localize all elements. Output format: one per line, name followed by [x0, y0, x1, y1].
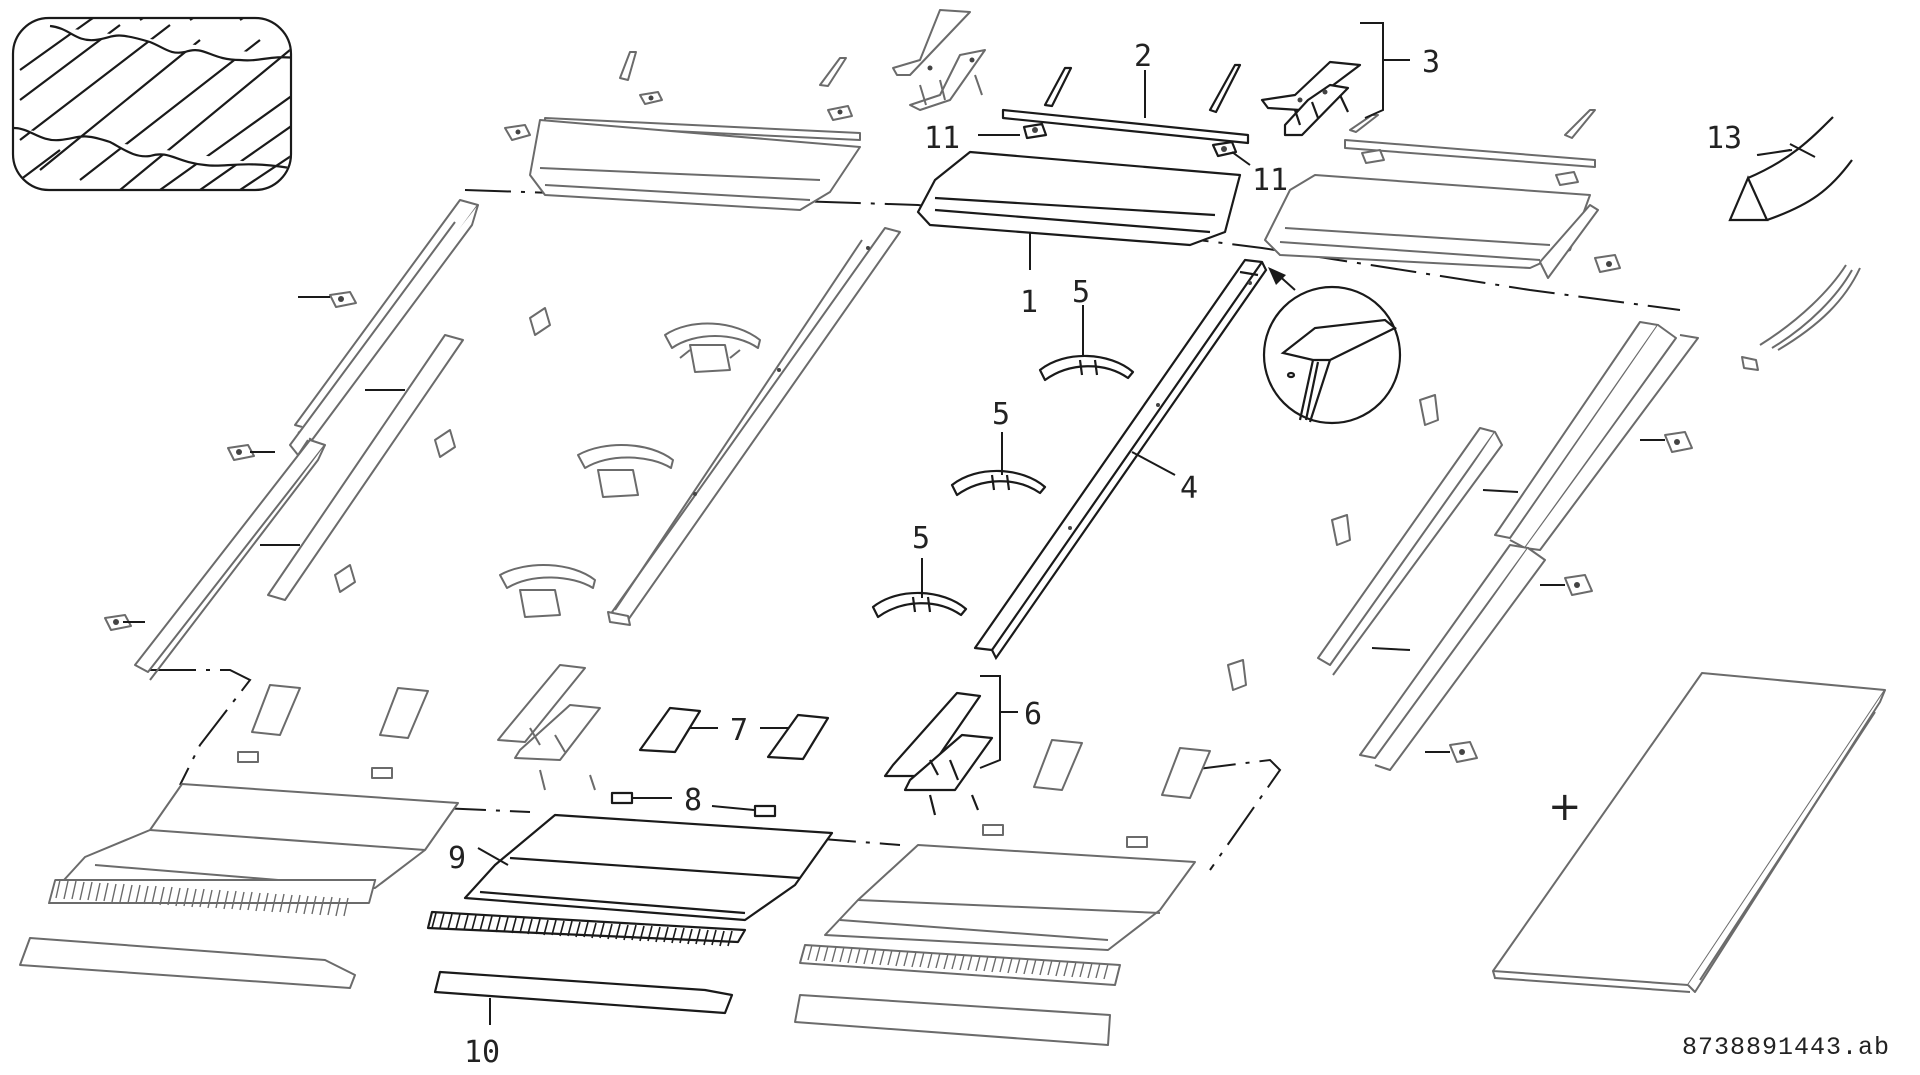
callout-11a: 11: [924, 121, 960, 156]
callout-8: 8: [684, 783, 702, 818]
top-flashing-left: [504, 51, 861, 211]
callout-6: 6: [1024, 697, 1042, 732]
top-flashing-centre: [916, 63, 1250, 247]
callout-3: 3: [1422, 45, 1440, 80]
plus-symbol: +: [1548, 784, 1582, 830]
callout-10: 10: [464, 1035, 500, 1070]
callout-leaders: [477, 22, 1816, 1025]
spacer-plates-grey: [251, 684, 1211, 799]
callout-5a: 5: [1072, 275, 1090, 310]
top-bracket-right: [1260, 60, 1362, 137]
apron-9-hatching: [431, 912, 733, 947]
bottom-apron-right: [794, 844, 1196, 1046]
callout-13: 13: [1706, 121, 1742, 156]
document-code: 8738891443.ab: [1682, 1033, 1890, 1062]
callout-5b: 5: [992, 397, 1010, 432]
roof-tile-inset: [11, 16, 293, 192]
plugs-8: [237, 751, 1148, 848]
grey-arc-clips: [499, 322, 761, 618]
callout-2: 2: [1134, 39, 1152, 74]
callout-5c: 5: [912, 521, 930, 556]
callout-7: 7: [730, 713, 748, 748]
callout-9: 9: [448, 841, 466, 876]
detail-circle: [1262, 267, 1402, 425]
bottom-apron-9: [426, 813, 834, 1015]
spacer-plates-7: [638, 706, 830, 761]
collector-panel: [1492, 672, 1886, 993]
callout-11b: 11: [1252, 163, 1288, 198]
callout-labels: 1 2 3 4 5 5 5 6 7 8 9 10 11 11 13: [448, 39, 1742, 1070]
small-clips: [104, 291, 1693, 763]
callout-1: 1: [1020, 285, 1038, 320]
top-flashing-right: [1264, 109, 1621, 279]
vertical-batten-4: [973, 258, 1268, 661]
bottom-apron-left: [19, 783, 459, 989]
side-rails-left: [134, 199, 901, 681]
retaining-clips-5: [871, 354, 1135, 619]
bottom-bracket-left: [497, 664, 601, 791]
sealing-profile-13: [1728, 116, 1861, 371]
bottom-bracket-6: [883, 691, 994, 816]
apron-hatching: [55, 879, 1109, 980]
callout-4: 4: [1180, 471, 1198, 506]
top-bracket-left: [892, 9, 986, 111]
side-rails-right: [1317, 321, 1699, 771]
